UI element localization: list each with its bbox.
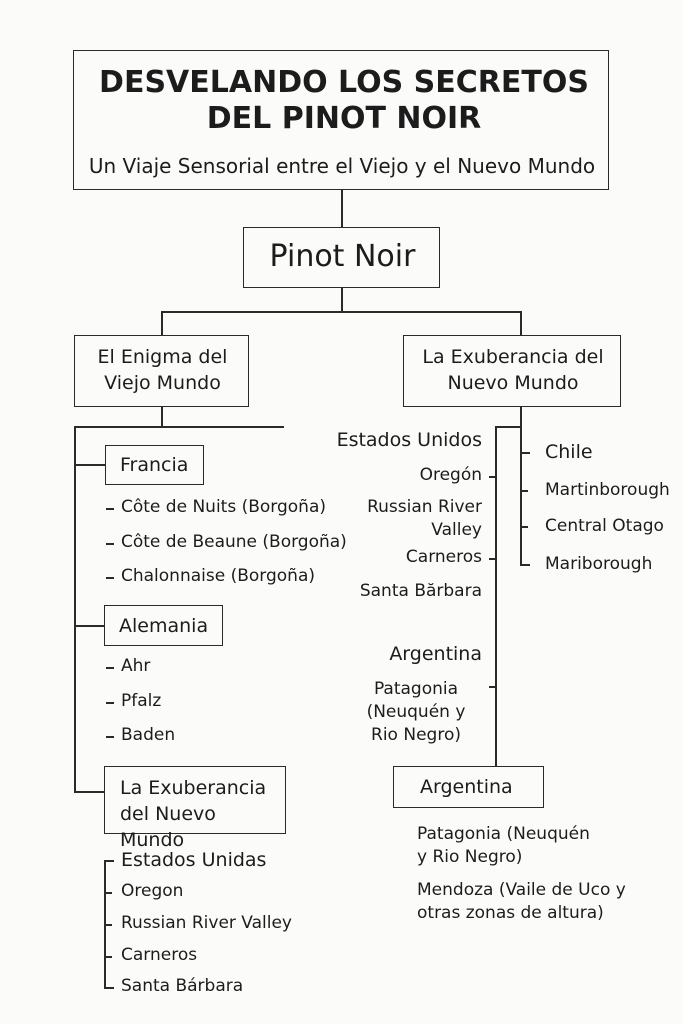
tick	[104, 987, 114, 989]
connector-old-world	[161, 311, 163, 335]
region-label: Ahr	[121, 656, 151, 676]
region-label: Mendoza (Vaile de Uco y otras zonas de a…	[417, 880, 626, 923]
tick	[489, 558, 495, 560]
tick-lower-box	[74, 791, 105, 793]
region-label: Baden	[121, 725, 176, 745]
new-world-label: La Exuberancia del Nuevo Mundo	[422, 346, 604, 394]
tick	[106, 508, 114, 510]
tick-francia	[74, 464, 105, 466]
region-label: Côte de Beaune (Borgoña)	[121, 532, 347, 552]
new-world-duplicate-node: La Exuberancia del Nuevo Mundo	[104, 766, 286, 851]
old-world-node: El Enigma del Viejo Mundo	[74, 335, 249, 407]
tick	[489, 476, 495, 478]
tick	[489, 686, 495, 688]
country-label: Estados Unidos	[336, 429, 482, 451]
connector-root-down	[341, 288, 343, 312]
diagram-title: DESVELANDO LOS SECRETOS DEL PINOT NOIR	[99, 65, 589, 136]
tick	[520, 526, 528, 528]
tick	[520, 452, 530, 454]
region-label: Mariborough	[545, 554, 653, 574]
tick	[104, 924, 112, 926]
new-world-duplicate-label: La Exuberancia del Nuevo Mundo	[120, 777, 267, 851]
tick	[106, 543, 114, 545]
tick	[106, 577, 114, 579]
country-label: Alemania	[119, 615, 209, 637]
region-label: Russian River Valley	[121, 913, 292, 933]
region-label: Patagonia (Neuquén y Rio Negro)	[366, 679, 466, 745]
old-world-spine	[74, 426, 76, 793]
tick	[104, 956, 112, 958]
region-label: Martinborough	[545, 480, 670, 500]
country-francia: Francia	[105, 445, 204, 485]
old-world-down	[161, 407, 163, 427]
region-label: Santa Bărbara	[359, 581, 482, 601]
tick	[104, 892, 112, 894]
old-world-label: El Enigma del Viejo Mundo	[97, 346, 228, 394]
region-label: Oregon	[121, 881, 184, 901]
region-label: Santa Bárbara	[121, 976, 244, 996]
country-alemania: Alemania	[104, 605, 223, 646]
region-label: Carneros	[121, 945, 198, 965]
root-label: Pinot Noir	[269, 239, 416, 274]
country-label: Estados Unidas	[121, 849, 267, 871]
region-label: Russian River Valley	[367, 497, 482, 540]
connector-title-root	[341, 190, 343, 227]
connector-branch-bar	[161, 311, 522, 313]
tick	[104, 860, 114, 862]
diagram-subtitle: Un Viaje Sensorial entre el Viejo y el N…	[88, 154, 596, 178]
new-world-down	[520, 407, 522, 427]
tick	[106, 736, 114, 738]
tick	[520, 564, 530, 566]
new-world-bar	[495, 426, 522, 428]
country-label: Francia	[120, 454, 189, 476]
country-label: Argentina	[389, 643, 482, 665]
connector-new-world	[520, 311, 522, 335]
title-box: DESVELANDO LOS SECRETOS DEL PINOT NOIR U…	[73, 50, 609, 190]
tick	[520, 490, 528, 492]
country-label: Chile	[545, 441, 593, 463]
tick	[106, 702, 114, 704]
region-label: Patagonia (Neuquén y Rio Negro)	[417, 824, 590, 867]
region-label: Oregón	[419, 465, 482, 485]
root-node: Pinot Noir	[243, 227, 440, 288]
new-world-right-spine	[520, 426, 522, 566]
region-label: Côte de Nuits (Borgoña)	[121, 497, 326, 517]
new-world-node: La Exuberancia del Nuevo Mundo	[403, 335, 621, 407]
old-world-bar	[74, 426, 284, 428]
region-label: Chalonnaise (Borgoña)	[121, 566, 315, 586]
region-label: Pfalz	[121, 691, 162, 711]
region-label: Central Otago	[545, 516, 664, 536]
tick	[106, 667, 114, 669]
country-argentina: Argentina	[393, 766, 544, 808]
new-world-left-spine	[495, 426, 497, 766]
tick-alemania	[74, 625, 105, 627]
country-label: Argentina	[420, 776, 513, 798]
region-label: Carneros	[405, 547, 482, 567]
